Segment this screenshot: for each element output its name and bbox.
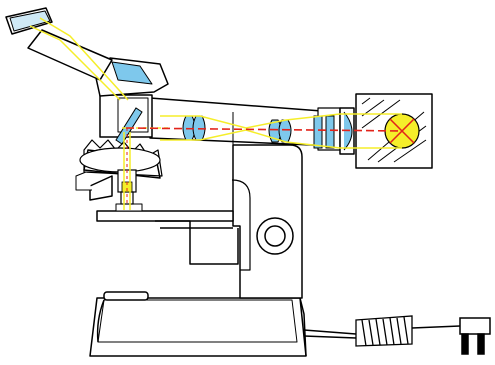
base	[90, 292, 306, 356]
stage	[97, 204, 238, 264]
illuminator-arm	[150, 98, 340, 150]
power-plug	[460, 318, 490, 354]
power-coil	[356, 316, 412, 346]
objective-lens	[118, 170, 136, 204]
eyepiece	[6, 8, 112, 80]
focus-knob[interactable]	[257, 218, 293, 254]
